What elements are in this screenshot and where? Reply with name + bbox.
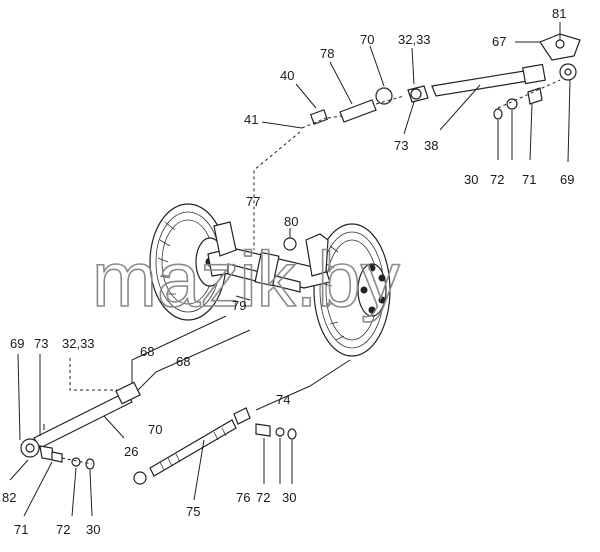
label-67: 67: [492, 34, 506, 49]
label-38: 38: [424, 138, 438, 153]
label-71-top: 71: [522, 172, 536, 187]
label-82: 82: [2, 490, 16, 505]
watermark: mazik.by: [92, 235, 400, 323]
label-69-top: 69: [560, 172, 574, 187]
leader-lines: [23, 45, 571, 517]
label-79: 79: [232, 298, 246, 313]
right-wheel: [313, 223, 391, 357]
label-81: 81: [552, 6, 566, 21]
bracket-67: [515, 22, 581, 61]
part-labels: 81 67 78 70 32,33 40 41 73 38 30 72 71 6…: [2, 6, 574, 537]
front-axle: [207, 221, 331, 301]
leader-lines-68: [131, 315, 251, 393]
guide-3233-bottom: [69, 358, 120, 391]
small-parts-top: [301, 85, 429, 129]
label-77: 77: [246, 194, 260, 209]
label-80: 80: [284, 214, 298, 229]
small-parts-bottom: [255, 423, 297, 484]
label-72-top: 72: [490, 172, 504, 187]
label-30-top: 30: [464, 172, 478, 187]
label-68-a: 68: [140, 344, 154, 359]
leader-69-bottom: [17, 353, 21, 441]
tie-rod-38: [431, 63, 577, 131]
label-41: 41: [244, 112, 258, 127]
label-72-bottom-center: 72: [256, 490, 270, 505]
label-74: 74: [276, 392, 290, 407]
label-3233-top: 32,33: [398, 32, 431, 47]
label-71-bottom: 71: [14, 522, 28, 537]
label-68-b: 68: [176, 354, 190, 369]
small-parts-right-top: [493, 79, 561, 120]
label-73-top: 73: [394, 138, 408, 153]
label-26: 26: [124, 444, 138, 459]
label-30-bottom-left: 30: [86, 522, 100, 537]
label-70-bottom: 70: [148, 422, 162, 437]
label-70-top: 70: [360, 32, 374, 47]
label-30-bottom-center: 30: [282, 490, 296, 505]
label-69-bottom: 69: [10, 336, 24, 351]
label-76: 76: [236, 490, 250, 505]
label-72-bottom-left: 72: [56, 522, 70, 537]
tie-rod-26: [9, 381, 141, 481]
tie-rod-75: [133, 407, 251, 501]
label-40: 40: [280, 68, 294, 83]
leader-74: [255, 359, 351, 411]
label-3233-bottom: 32,33: [62, 336, 95, 351]
guide-77: [253, 131, 301, 250]
label-78: 78: [320, 46, 334, 61]
label-75: 75: [186, 504, 200, 519]
label-73-bottom: 73: [34, 336, 48, 351]
